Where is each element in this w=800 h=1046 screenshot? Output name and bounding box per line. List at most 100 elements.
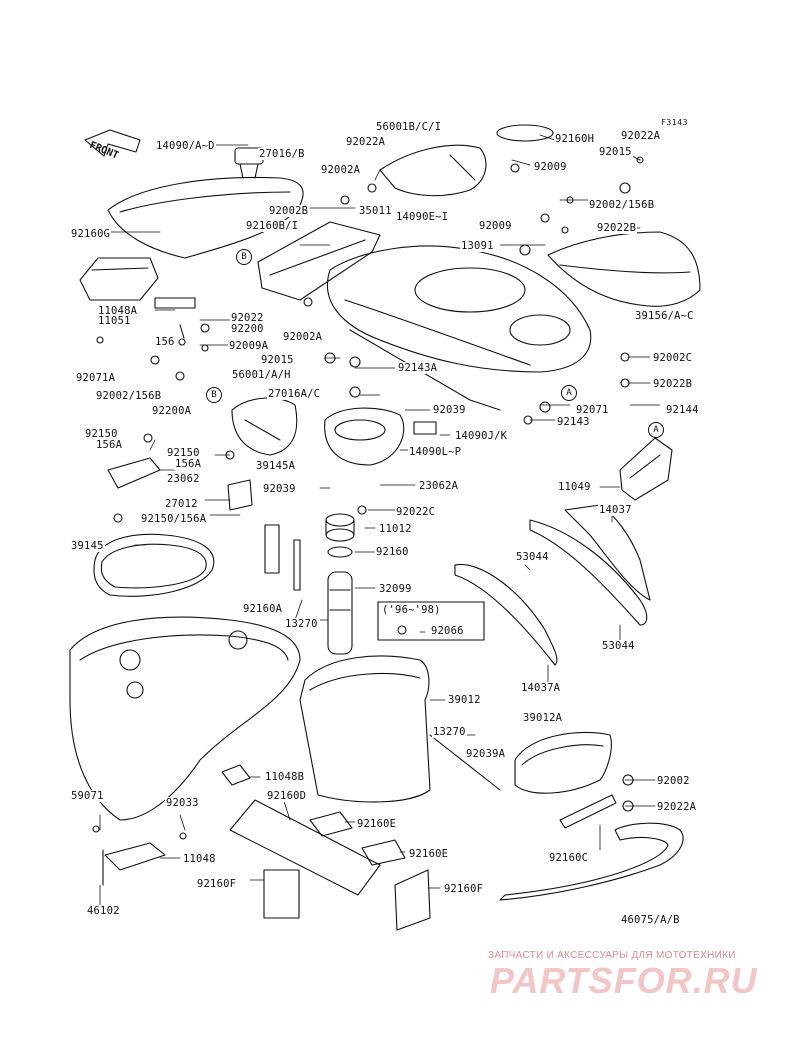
part-label: 92143	[556, 416, 591, 428]
part-label: 23062A	[418, 480, 460, 492]
part-label: 11048	[182, 853, 217, 865]
part-label: 92039A	[465, 748, 507, 760]
part-label: 11051	[97, 315, 132, 327]
part-label: 92150	[84, 428, 119, 440]
hull-body	[69, 616, 301, 821]
small-cover	[79, 257, 159, 301]
grab-rail	[499, 822, 684, 901]
part-label: 92009	[533, 161, 568, 173]
part-label: 92022A	[345, 136, 387, 148]
part-label: 14090E~I	[395, 211, 450, 223]
part-label: 59071	[70, 790, 105, 802]
part-label: 92002B	[268, 205, 310, 217]
part-label: 92022B	[596, 222, 638, 234]
small-bin	[514, 731, 612, 794]
part-label: 46075/A/B	[620, 914, 681, 926]
part-label: 92002	[656, 775, 691, 787]
part-label: 92071	[575, 404, 610, 416]
part-label: 11012	[378, 523, 413, 535]
part-label: 92002A	[282, 331, 324, 343]
rail-53044-left	[454, 563, 558, 666]
part-label: 156A	[95, 439, 124, 451]
side-cowl	[547, 231, 701, 307]
storage-bin	[299, 655, 431, 803]
part-label: 39145	[70, 540, 105, 552]
bracket-11049	[619, 437, 673, 501]
part-label: 92022A	[620, 130, 662, 142]
part-label: 92160E	[408, 848, 450, 860]
part-label: 92200A	[151, 405, 193, 417]
part-label: 46102	[86, 905, 121, 917]
part-label: 92160F	[443, 883, 485, 895]
part-label: 13091	[460, 240, 495, 252]
part-label: 92160D	[266, 790, 308, 802]
model-year-note: ('96~'98)	[381, 604, 442, 616]
part-label: 92002C	[652, 352, 694, 364]
part-label: 14090/A~D	[155, 140, 216, 152]
part-label: 92160F	[196, 878, 238, 890]
part-label: 92015	[598, 146, 633, 158]
seal-39145	[93, 533, 215, 597]
part-label: 11049	[557, 481, 592, 493]
part-label: 92143A	[397, 362, 439, 374]
fasteners	[92, 156, 644, 840]
part-label: 92002A	[320, 164, 362, 176]
part-label: 92071A	[75, 372, 117, 384]
part-label: 92039	[432, 404, 467, 416]
callout-a: A	[648, 422, 664, 438]
part-label: 92022B	[652, 378, 694, 390]
part-label: 92150/156A	[140, 513, 208, 525]
watermark-tagline: ЗАПЧАСТИ И АКСЕССУАРЫ ДЛЯ МОТОТЕХНИКИ	[488, 950, 736, 961]
callout-b: B	[236, 249, 252, 265]
part-label: 39012A	[522, 712, 564, 724]
part-label: 92002/156B	[95, 390, 163, 402]
part-label: 13270	[284, 618, 319, 630]
part-label: 27016A/C	[267, 388, 322, 400]
part-label: 92160B/I	[245, 220, 300, 232]
rail-53044-right	[529, 519, 648, 626]
part-label: 92022C	[395, 506, 437, 518]
part-label: 92144	[665, 404, 700, 416]
part-label: 27016/B	[258, 148, 306, 160]
part-label: 92200	[230, 323, 265, 335]
filler-tube	[327, 571, 353, 655]
part-label: 56001/A/H	[231, 369, 292, 381]
part-label: 92009	[478, 220, 513, 232]
part-label: 39145A	[255, 460, 297, 472]
part-label: 39012	[447, 694, 482, 706]
rail-bracket	[257, 221, 381, 301]
part-label: 156A	[174, 458, 203, 470]
part-label: 92009A	[228, 340, 270, 352]
part-label: 27012	[164, 498, 199, 510]
part-label: 39156/A~C	[634, 310, 695, 322]
part-label: 53044	[601, 640, 636, 652]
part-label: 53044	[515, 551, 550, 563]
part-label: 92022	[230, 312, 265, 324]
glove-tray	[324, 407, 405, 466]
part-label: 92022A	[656, 801, 698, 813]
part-label: 56001B/C/I	[375, 121, 443, 133]
part-label: 11048B	[264, 771, 306, 783]
part-label: 13270	[432, 726, 467, 738]
front-arrow	[84, 129, 141, 157]
part-label: 14037A	[520, 682, 562, 694]
part-label: 92160G	[70, 228, 112, 240]
part-label: 11048A	[97, 305, 139, 317]
part-label: 14090J/K	[454, 430, 509, 442]
part-label: 92002/156B	[588, 199, 656, 211]
meter-housing	[231, 397, 298, 456]
part-label: 32099	[378, 583, 413, 595]
part-label: 92039	[262, 483, 297, 495]
part-label: 92150	[166, 447, 201, 459]
part-label: 156	[154, 336, 176, 348]
watermark-logo: PARTSFOR.RU	[490, 960, 758, 1001]
figure-code: F3143	[660, 117, 690, 129]
part-label: 92033	[165, 797, 200, 809]
leader-lines	[99, 134, 661, 906]
part-label: 23062	[166, 473, 201, 485]
main-deck	[326, 245, 592, 373]
part-label: 92160C	[548, 852, 590, 864]
part-label: 92066	[430, 625, 465, 637]
part-label: 92015	[260, 354, 295, 366]
